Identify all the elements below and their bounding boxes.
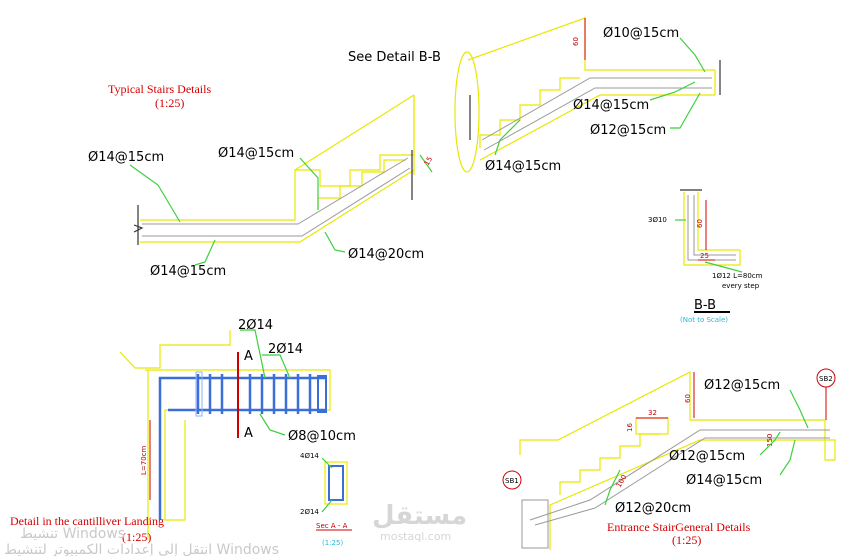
entrance-title: Entrance StairGeneral Details (607, 520, 751, 534)
bb-dim-60: 60 (696, 219, 704, 228)
label-phi14-15-lower: Ø14@15cm (485, 159, 561, 174)
bb-section-scale: (Not to Scale) (680, 316, 728, 324)
secaa-4phi14: 4Ø14 (300, 452, 319, 460)
cantilever-scale: (1:25) (122, 530, 151, 544)
cantilever-title: Detail in the cantilliver Landing (10, 514, 164, 528)
dim-60-label: 60 (572, 37, 580, 46)
label-phi10-15: Ø10@15cm (603, 26, 679, 41)
section-aa-detail (316, 457, 352, 531)
cantilever-landing-detail: L=70cm (119, 329, 331, 540)
label-phi14-top-mid: Ø14@15cm (218, 146, 294, 161)
entrance-dim-32: 32 (648, 409, 657, 417)
entrance-sb1: SB1 (505, 477, 519, 485)
entrance-dim-150: 150 (766, 434, 774, 447)
secaa-2phi14: 2Ø14 (300, 508, 319, 516)
section-bb-detail: 60 25 (675, 189, 743, 313)
label-phi14-bottom-left: Ø14@15cm (150, 264, 226, 279)
label-phi14-top-left: Ø14@15cm (88, 150, 164, 165)
typical-stairs-detail: 15 (129, 94, 434, 266)
label-phi14-15-right: Ø14@15cm (573, 98, 649, 113)
entrance-phi12-top: Ø12@15cm (704, 378, 780, 393)
cantilever-phi8-label: Ø8@10cm (288, 429, 356, 444)
bb-section-title: B-B (694, 298, 716, 313)
windows-activate-line1: تنشيط Windows (20, 526, 125, 542)
bb-note-line1: 1Ø12 L=80cm (712, 272, 763, 280)
bb-dim-25: 25 (700, 252, 709, 260)
section-mark-a-top: A (244, 349, 253, 364)
see-detail-bb-label: See Detail B-B (348, 50, 441, 65)
windows-activate-line2: انتقل إلى إعدادات الكمبيوتر لتنشيط Windo… (4, 542, 279, 556)
entrance-sb2: SB2 (819, 375, 833, 383)
label-phi12-15-right: Ø12@15cm (590, 123, 666, 138)
stirrups (196, 374, 327, 414)
entrance-phi12-20: Ø12@20cm (615, 501, 691, 516)
watermark-brand-en: mostaql.com (380, 530, 451, 543)
cantilever-2phi14-top: 2Ø14 (238, 318, 273, 333)
entrance-phi14: Ø14@15cm (686, 473, 762, 488)
entrance-dim-60: 60 (684, 394, 692, 403)
section-mark-a-bottom: A (244, 426, 253, 441)
watermark-brand-ar: مستقل (372, 501, 467, 531)
entrance-phi12-mid: Ø12@15cm (669, 449, 745, 464)
bb-3phi10-label: 3Ø10 (648, 216, 667, 224)
cantilever-l70-label: L=70cm (140, 445, 148, 475)
label-phi14-20-bottom: Ø14@20cm (348, 247, 424, 262)
secaa-scale: (1:25) (322, 539, 343, 547)
entrance-stair-detail: 60 32 16 150 100 (502, 368, 836, 550)
entrance-dim-16: 16 (626, 423, 634, 432)
cantilever-2phi14-right: 2Ø14 (268, 342, 303, 357)
bb-note-line2: every step (722, 282, 760, 290)
watermark: مستقل mostaql.com تنشيط Windows انتقل إل… (4, 501, 467, 556)
entrance-scale: (1:25) (672, 533, 701, 547)
secaa-title: Sec A - A (316, 522, 348, 530)
typical-stairs-title: Typical Stairs Details (108, 82, 211, 96)
top-right-stair-detail: 60 (454, 17, 721, 173)
dim-15-label: 15 (423, 155, 434, 167)
typical-stairs-scale: (1:25) (155, 96, 184, 110)
